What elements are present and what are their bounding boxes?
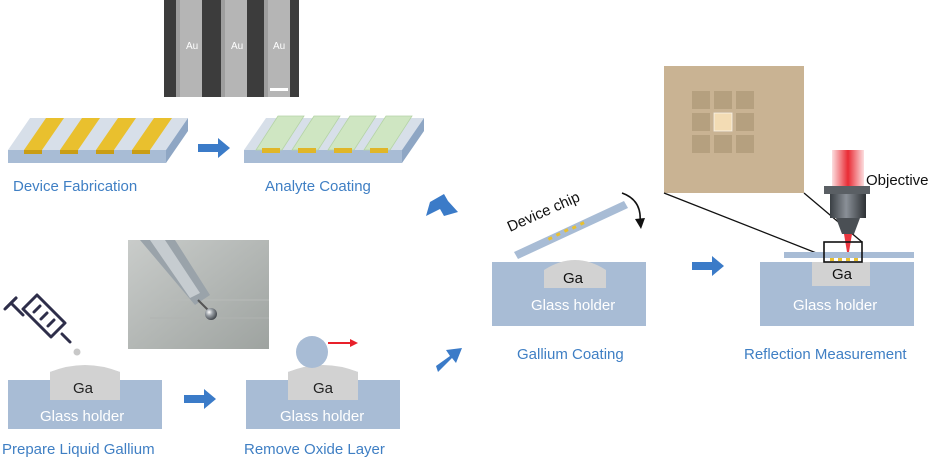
prepare-gallium-holder: Ga Glass holder — [8, 365, 162, 429]
caption-analyte-coating: Analyte Coating — [265, 178, 371, 195]
au-label-1: Au — [186, 41, 198, 52]
au-label-3: Au — [273, 41, 285, 52]
zoom-line-left — [663, 192, 825, 257]
arrow-lower-to-gallium — [436, 348, 462, 372]
arrow-upper-to-gallium — [426, 194, 458, 216]
caption-gallium-coating: Gallium Coating — [517, 346, 624, 363]
arrow-coating-to-measurement — [692, 256, 724, 276]
oxide-bubble — [296, 336, 328, 368]
glass-holder-label-measurement: Glass holder — [793, 297, 877, 314]
curved-arrow-icon — [621, 192, 641, 223]
caption-prepare-gallium: Prepare Liquid Gallium — [2, 441, 155, 458]
glass-holder-label-remove: Glass holder — [280, 408, 364, 425]
objective-label: Objective — [866, 172, 929, 189]
device-fabrication-chip — [8, 118, 188, 163]
gallium-coating-assembly: Ga Glass holder Device chip — [492, 189, 646, 326]
syringe-photo — [128, 240, 269, 349]
gallium-droplet — [73, 348, 81, 356]
ga-label-prepare: Ga — [73, 380, 94, 397]
ga-label-remove: Ga — [313, 380, 334, 397]
zoom-box — [823, 241, 863, 263]
remove-oxide-holder: Ga Glass holder — [246, 336, 400, 429]
scale-bar — [270, 88, 288, 91]
caption-remove-oxide: Remove Oxide Layer — [244, 441, 385, 458]
device-micrograph — [664, 66, 804, 193]
analyte-coating-chip — [244, 115, 424, 163]
syringe-icon — [3, 293, 72, 344]
caption-device-fabrication: Device Fabrication — [13, 178, 137, 195]
arrow-fab-to-analyte — [198, 138, 230, 158]
red-arrow-icon — [350, 339, 358, 347]
objective-lens — [824, 150, 870, 252]
glass-holder-label-prepare: Glass holder — [40, 408, 124, 425]
ga-label-coating: Ga — [563, 270, 584, 287]
device-chip-slide — [514, 201, 628, 259]
glass-holder-label-coating: Glass holder — [531, 297, 615, 314]
caption-reflection-measurement: Reflection Measurement — [744, 346, 907, 363]
reflection-measurement-assembly: Ga Glass holder — [760, 241, 914, 326]
arrow-prepare-to-remove — [184, 389, 216, 409]
sem-image: Au Au Au — [164, 0, 299, 97]
ga-label-measurement: Ga — [832, 266, 853, 283]
au-label-2: Au — [231, 41, 243, 52]
chip-gold-dots — [547, 221, 585, 241]
